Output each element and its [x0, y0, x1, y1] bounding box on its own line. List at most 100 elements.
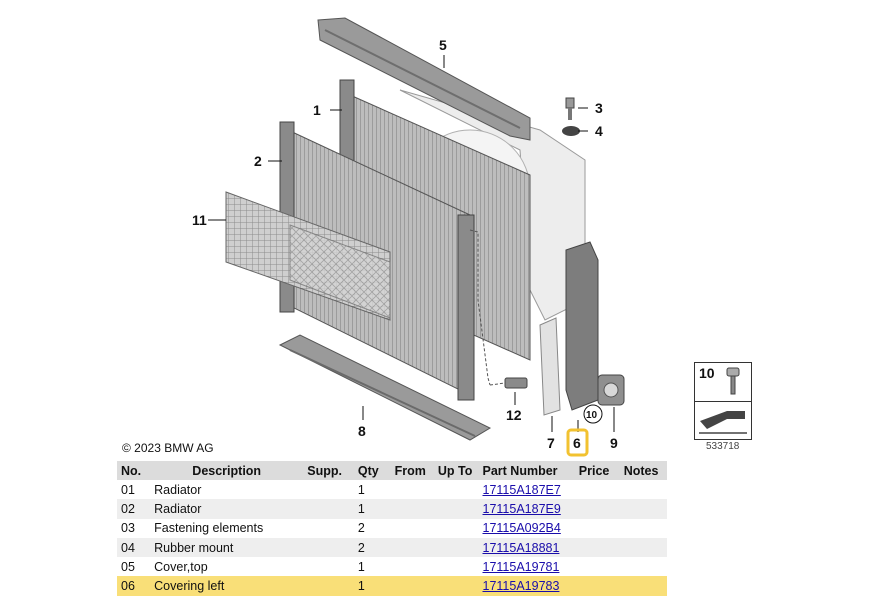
cell-up-to: [434, 519, 479, 538]
parts-table: No. Description Supp. Qty From Up To Par…: [117, 461, 667, 596]
cell-up-to: [433, 537, 479, 558]
cell-qty: 1: [353, 499, 391, 519]
legend-id: 533718: [706, 441, 740, 452]
callout-2: 2: [254, 153, 262, 169]
cell-supp: [303, 480, 354, 499]
cell-notes: [620, 557, 667, 576]
cell-price: [574, 537, 620, 558]
cell-supp: [303, 499, 354, 519]
part-5-cover-top: [317, 17, 531, 141]
part-3-fastener: [565, 97, 575, 120]
cell-notes: [619, 499, 667, 519]
part-7-covering: [539, 317, 561, 416]
callout-6-highlight: [566, 428, 589, 457]
cell-price: [574, 499, 620, 519]
header-no: No.: [117, 461, 151, 480]
callout-4: 4: [595, 123, 603, 139]
cell-description: Radiator: [150, 499, 304, 519]
cell-part-number: 17115A19783: [478, 576, 575, 596]
part-12-sensor: [469, 229, 528, 389]
legend-box: 10: [694, 362, 752, 440]
cell-part-number: 17115A19781: [479, 557, 575, 576]
cell-part-number: 17115A18881: [478, 537, 575, 558]
callout-5: 5: [439, 37, 447, 53]
table-row[interactable]: 05 Cover,top 1 17115A19781: [117, 557, 667, 576]
table-row[interactable]: 01 Radiator 1 17115A187E7: [117, 480, 667, 499]
part-number-link[interactable]: 17115A187E9: [482, 501, 561, 516]
cell-part-number: 17115A092B4: [479, 519, 575, 538]
leader-lines: [208, 55, 615, 432]
cell-notes: [619, 537, 667, 558]
part-number-link[interactable]: 17115A19783: [482, 579, 560, 594]
header-supp: Supp.: [303, 461, 354, 480]
cell-from: [391, 519, 434, 538]
screw-icon: [726, 367, 740, 395]
cell-description: Radiator: [154, 482, 202, 497]
part-number-link[interactable]: 17115A187E7: [482, 482, 561, 497]
part-11-screen: [225, 191, 391, 321]
header-qty: Qty: [353, 461, 391, 480]
cell-price: [575, 480, 620, 499]
cell-no: 05: [121, 559, 135, 574]
cell-qty: 1: [357, 559, 365, 574]
table-row-selected[interactable]: 06 Covering left 1 17115A19783: [117, 576, 667, 596]
table-row[interactable]: 04 Rubber mount 2 17115A18881: [117, 537, 667, 558]
callout-6: 6: [573, 435, 581, 451]
table-row[interactable]: 03 Fastening elements 2 17115A092B4: [117, 519, 667, 538]
table-row[interactable]: 02 Radiator 1 17115A187E9: [117, 499, 667, 519]
cell-no: 02: [117, 499, 151, 519]
cell-up-to: [433, 576, 479, 596]
part-9-bracket: [597, 374, 625, 406]
header-description: Description: [150, 461, 304, 480]
cell-price: [575, 557, 620, 576]
callout-9: 9: [610, 435, 618, 451]
cell-qty: 1: [357, 482, 365, 497]
cell-no: 06: [117, 576, 151, 596]
cell-description: Covering left: [150, 576, 304, 596]
cell-no: 03: [121, 521, 135, 536]
cell-from: [390, 537, 434, 558]
callout-12: 12: [506, 407, 522, 423]
cell-supp: [303, 557, 354, 576]
cell-from: [390, 576, 434, 596]
header-part-number: Part Number: [478, 461, 575, 480]
cell-no: 01: [121, 482, 135, 497]
header-notes: Notes: [619, 461, 667, 480]
table-header-row: No. Description Supp. Qty From Up To Par…: [117, 461, 667, 480]
part-8-cover-bottom: [278, 334, 492, 441]
cell-part-number: 17115A187E9: [478, 499, 575, 519]
cell-from: [391, 557, 434, 576]
cell-qty: 1: [353, 576, 391, 596]
cell-from: [390, 499, 434, 519]
cell-up-to: [433, 499, 479, 519]
legend-divider: [695, 401, 751, 402]
cell-notes: [620, 480, 667, 499]
header-up-to: Up To: [433, 461, 479, 480]
part-number-link[interactable]: 17115A18881: [482, 540, 560, 555]
copyright: © 2023 BMW AG: [122, 441, 214, 455]
callout-10: 10: [586, 410, 598, 421]
cell-qty: 2: [357, 521, 365, 536]
callout-7: 7: [547, 435, 555, 451]
cell-notes: [620, 519, 667, 538]
callout-3: 3: [595, 100, 603, 116]
legend-number: 10: [699, 365, 715, 381]
cell-up-to: [434, 480, 479, 499]
cell-notes: [619, 576, 667, 596]
cell-supp: [303, 537, 354, 558]
part-number-link[interactable]: 17115A092B4: [482, 521, 561, 536]
cell-description: Fastening elements: [154, 521, 264, 536]
header-price: Price: [574, 461, 620, 480]
cell-part-number: 17115A187E7: [479, 480, 575, 499]
cell-supp: [303, 576, 354, 596]
cell-from: [391, 480, 434, 499]
part-number-link[interactable]: 17115A19781: [482, 559, 560, 574]
part-6-covering-left: [565, 241, 599, 411]
cell-description: Cover,top: [154, 559, 208, 574]
callout-10-circle: [583, 404, 603, 424]
cell-up-to: [434, 557, 479, 576]
cell-price: [574, 576, 620, 596]
cell-supp: [303, 519, 354, 538]
cell-qty: 2: [353, 537, 391, 558]
cell-no: 04: [117, 537, 151, 558]
